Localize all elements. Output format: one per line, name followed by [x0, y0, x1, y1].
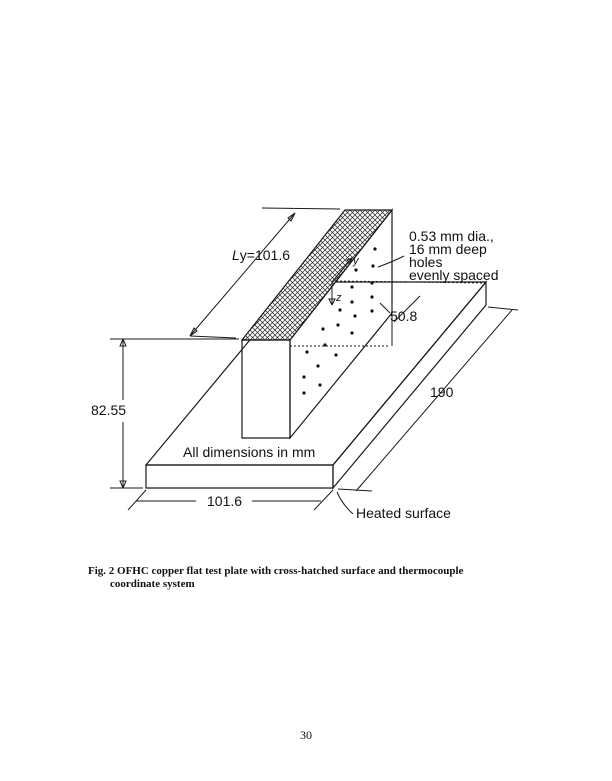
- heated-surface-callout: Heated surface: [336, 491, 451, 521]
- hole-note-line1: 0.53 mm dia.,: [409, 228, 494, 244]
- base-plate: [144, 280, 488, 490]
- ly-dimension: Ly=101.6: [189, 207, 341, 339]
- hole-note-leader: [377, 255, 405, 268]
- dim-101-6: 101.6: [127, 489, 334, 511]
- hole-note: 0.53 mm dia., 16 mm deep holes evenly sp…: [377, 228, 499, 283]
- page-number: 30: [300, 728, 312, 742]
- thermocouple-holes: [290, 247, 388, 395]
- hole-note-line2: 16 mm deep: [409, 241, 487, 257]
- all-dimensions-note: All dimensions in mm: [183, 444, 315, 460]
- hole-note-line4: evenly spaced: [409, 267, 499, 283]
- dim-82-55-label: 82.55: [91, 402, 126, 418]
- hole-note-line3: holes: [409, 254, 442, 270]
- caption-line1: Fig. 2 OFHC copper flat test plate with …: [88, 565, 464, 577]
- dim-190: 190: [337, 306, 519, 492]
- axis-y-label: y: [352, 255, 360, 267]
- figure-caption: Fig. 2 OFHC copper flat test plate with …: [88, 565, 528, 591]
- ly-label: Ly=101.6: [232, 247, 290, 263]
- fin-block: [240, 208, 394, 440]
- cross-hatched-surface: [240, 209, 394, 341]
- test-plate-figure: Ly=101.6 0.53 mm dia., 16 mm deep holes …: [91, 207, 519, 521]
- dim-82-55: 82.55: [91, 338, 239, 489]
- heated-surface-label: Heated surface: [356, 505, 451, 521]
- dim-50-8-label: 50.8: [390, 308, 417, 324]
- dim-101-6-label: 101.6: [207, 493, 242, 509]
- coordinate-axes: y z: [328, 255, 487, 306]
- axis-z-label: z: [335, 292, 342, 304]
- dim-190-label: 190: [430, 384, 454, 400]
- dim-50-8: 50.8: [379, 295, 421, 346]
- caption-line2: coordinate system: [110, 578, 195, 590]
